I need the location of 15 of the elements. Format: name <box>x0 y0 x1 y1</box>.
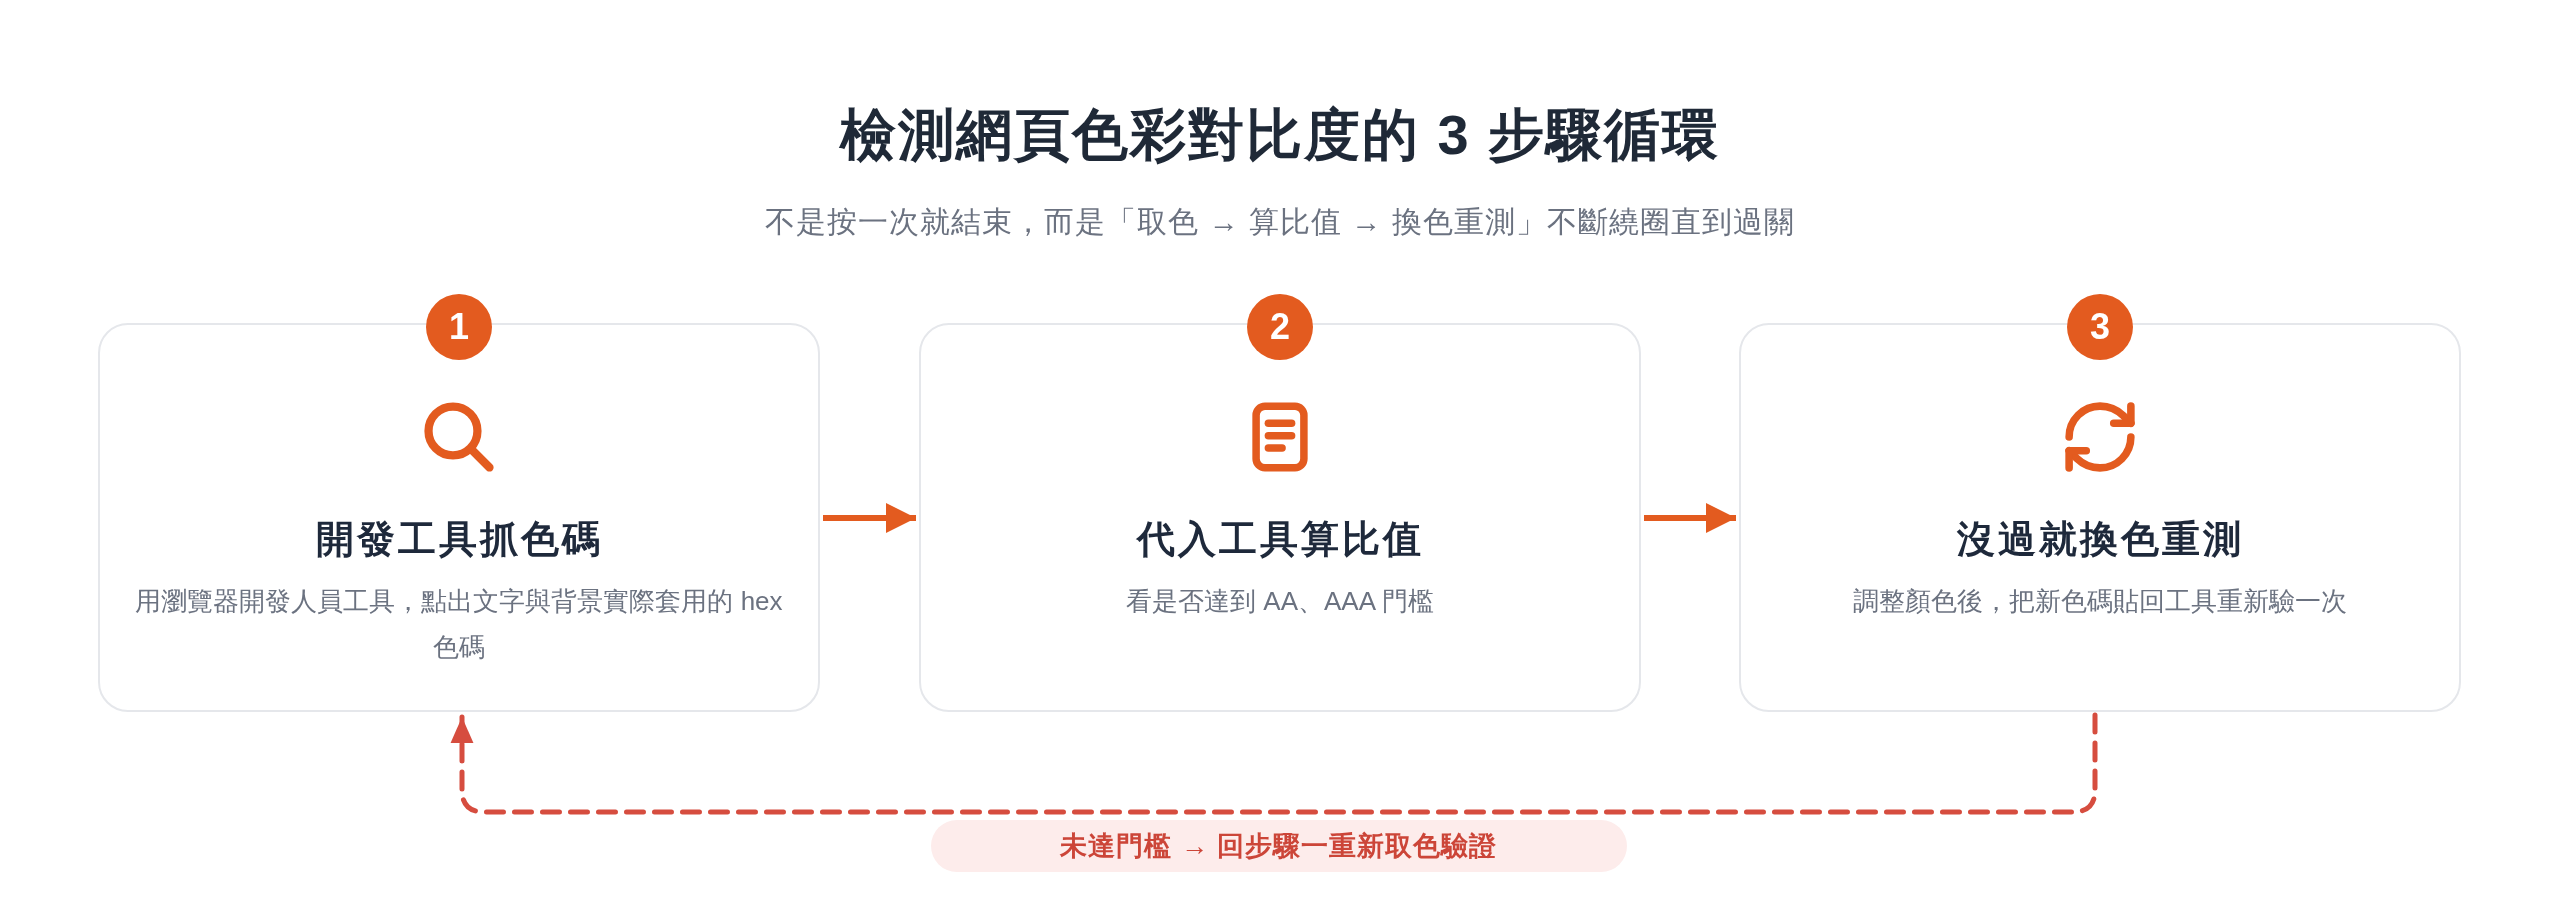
step-description: 用瀏覽器開發人員工具，點出文字與背景實際套用的 hex 色碼 <box>134 585 784 664</box>
number-badge: 3 <box>2067 294 2133 360</box>
number-badge: 1 <box>426 294 492 360</box>
step-heading: 開發工具抓色碼 <box>314 517 604 562</box>
step-description: 看是否達到 AA、AAA 門檻 <box>1125 585 1435 618</box>
edge-label: 未達門檻 → 回步驟一重新取色驗證 <box>931 820 1627 872</box>
subtitle: 不是按一次就結束，而是「取色 → 算比值 → 換色重測」不斷繞圈直到過關 <box>764 204 1796 240</box>
arrow <box>823 503 916 533</box>
arrow <box>1644 503 1736 533</box>
step-heading: 代入工具算比值 <box>1135 517 1425 562</box>
title: 檢測網頁色彩對比度的 3 步驟循環 <box>838 102 1722 168</box>
number-badge: 2 <box>1247 294 1313 360</box>
step-heading: 沒過就換色重測 <box>1955 517 2245 562</box>
step-description: 調整顏色後，把新色碼貼回工具重新驗一次 <box>1852 585 2348 618</box>
loop-arrow <box>450 712 2098 815</box>
